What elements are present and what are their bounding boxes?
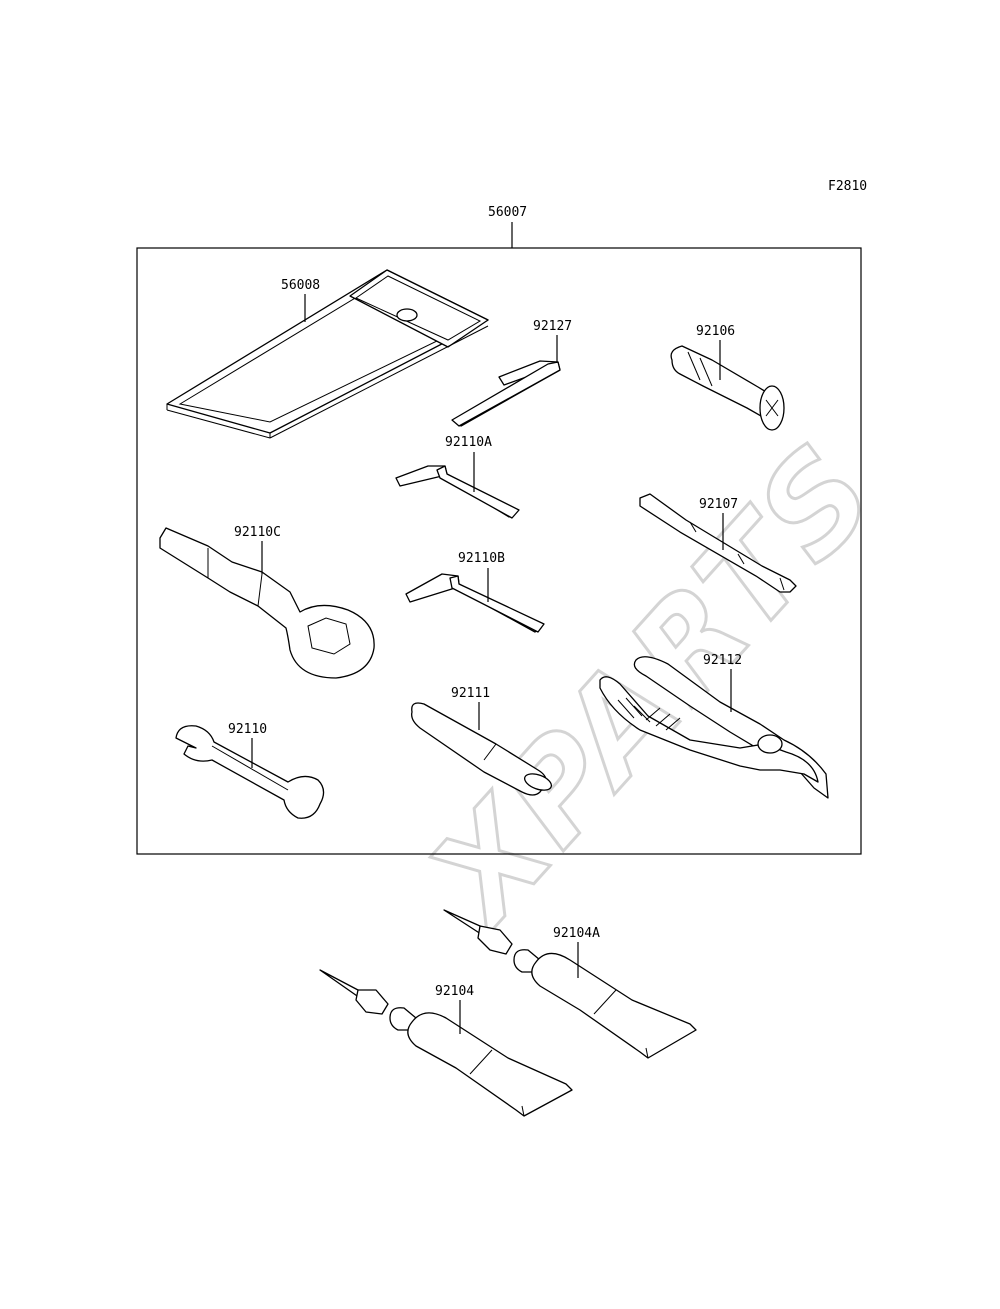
tube-part-number: 92104 [435,984,474,999]
box-wrench-part-number: 92110C [234,525,281,540]
box-wrench-drawing [159,527,375,679]
handle-drawing [670,345,785,431]
kit-box [136,247,862,855]
pouch-drawing [166,269,489,439]
hex-key-b-drawing [405,573,545,633]
screwdriver-part-number: 92107 [699,497,738,512]
hex-key-a-part-number: 92110A [445,435,492,450]
hex-key-large-drawing [451,360,561,427]
tube-a-drawing [443,909,697,1059]
open-wrench-drawing [175,725,325,819]
bar-drawing [411,702,553,796]
hex-key-a-drawing [395,465,520,519]
tube-drawing [319,969,573,1117]
hex-key-large-part-number: 92127 [533,319,572,334]
pliers-drawing [599,656,829,799]
bar-part-number: 92111 [451,686,490,701]
pliers-part-number: 92112 [703,653,742,668]
tube-a-part-number: 92104A [553,926,600,941]
open-wrench-part-number: 92110 [228,722,267,737]
hex-key-b-part-number: 92110B [458,551,505,566]
kit-part-number: 56007 [488,205,527,220]
screwdriver-drawing [639,493,797,593]
pouch-part-number: 56008 [281,278,320,293]
handle-part-number: 92106 [696,324,735,339]
figure-code: F2810 [828,179,867,194]
